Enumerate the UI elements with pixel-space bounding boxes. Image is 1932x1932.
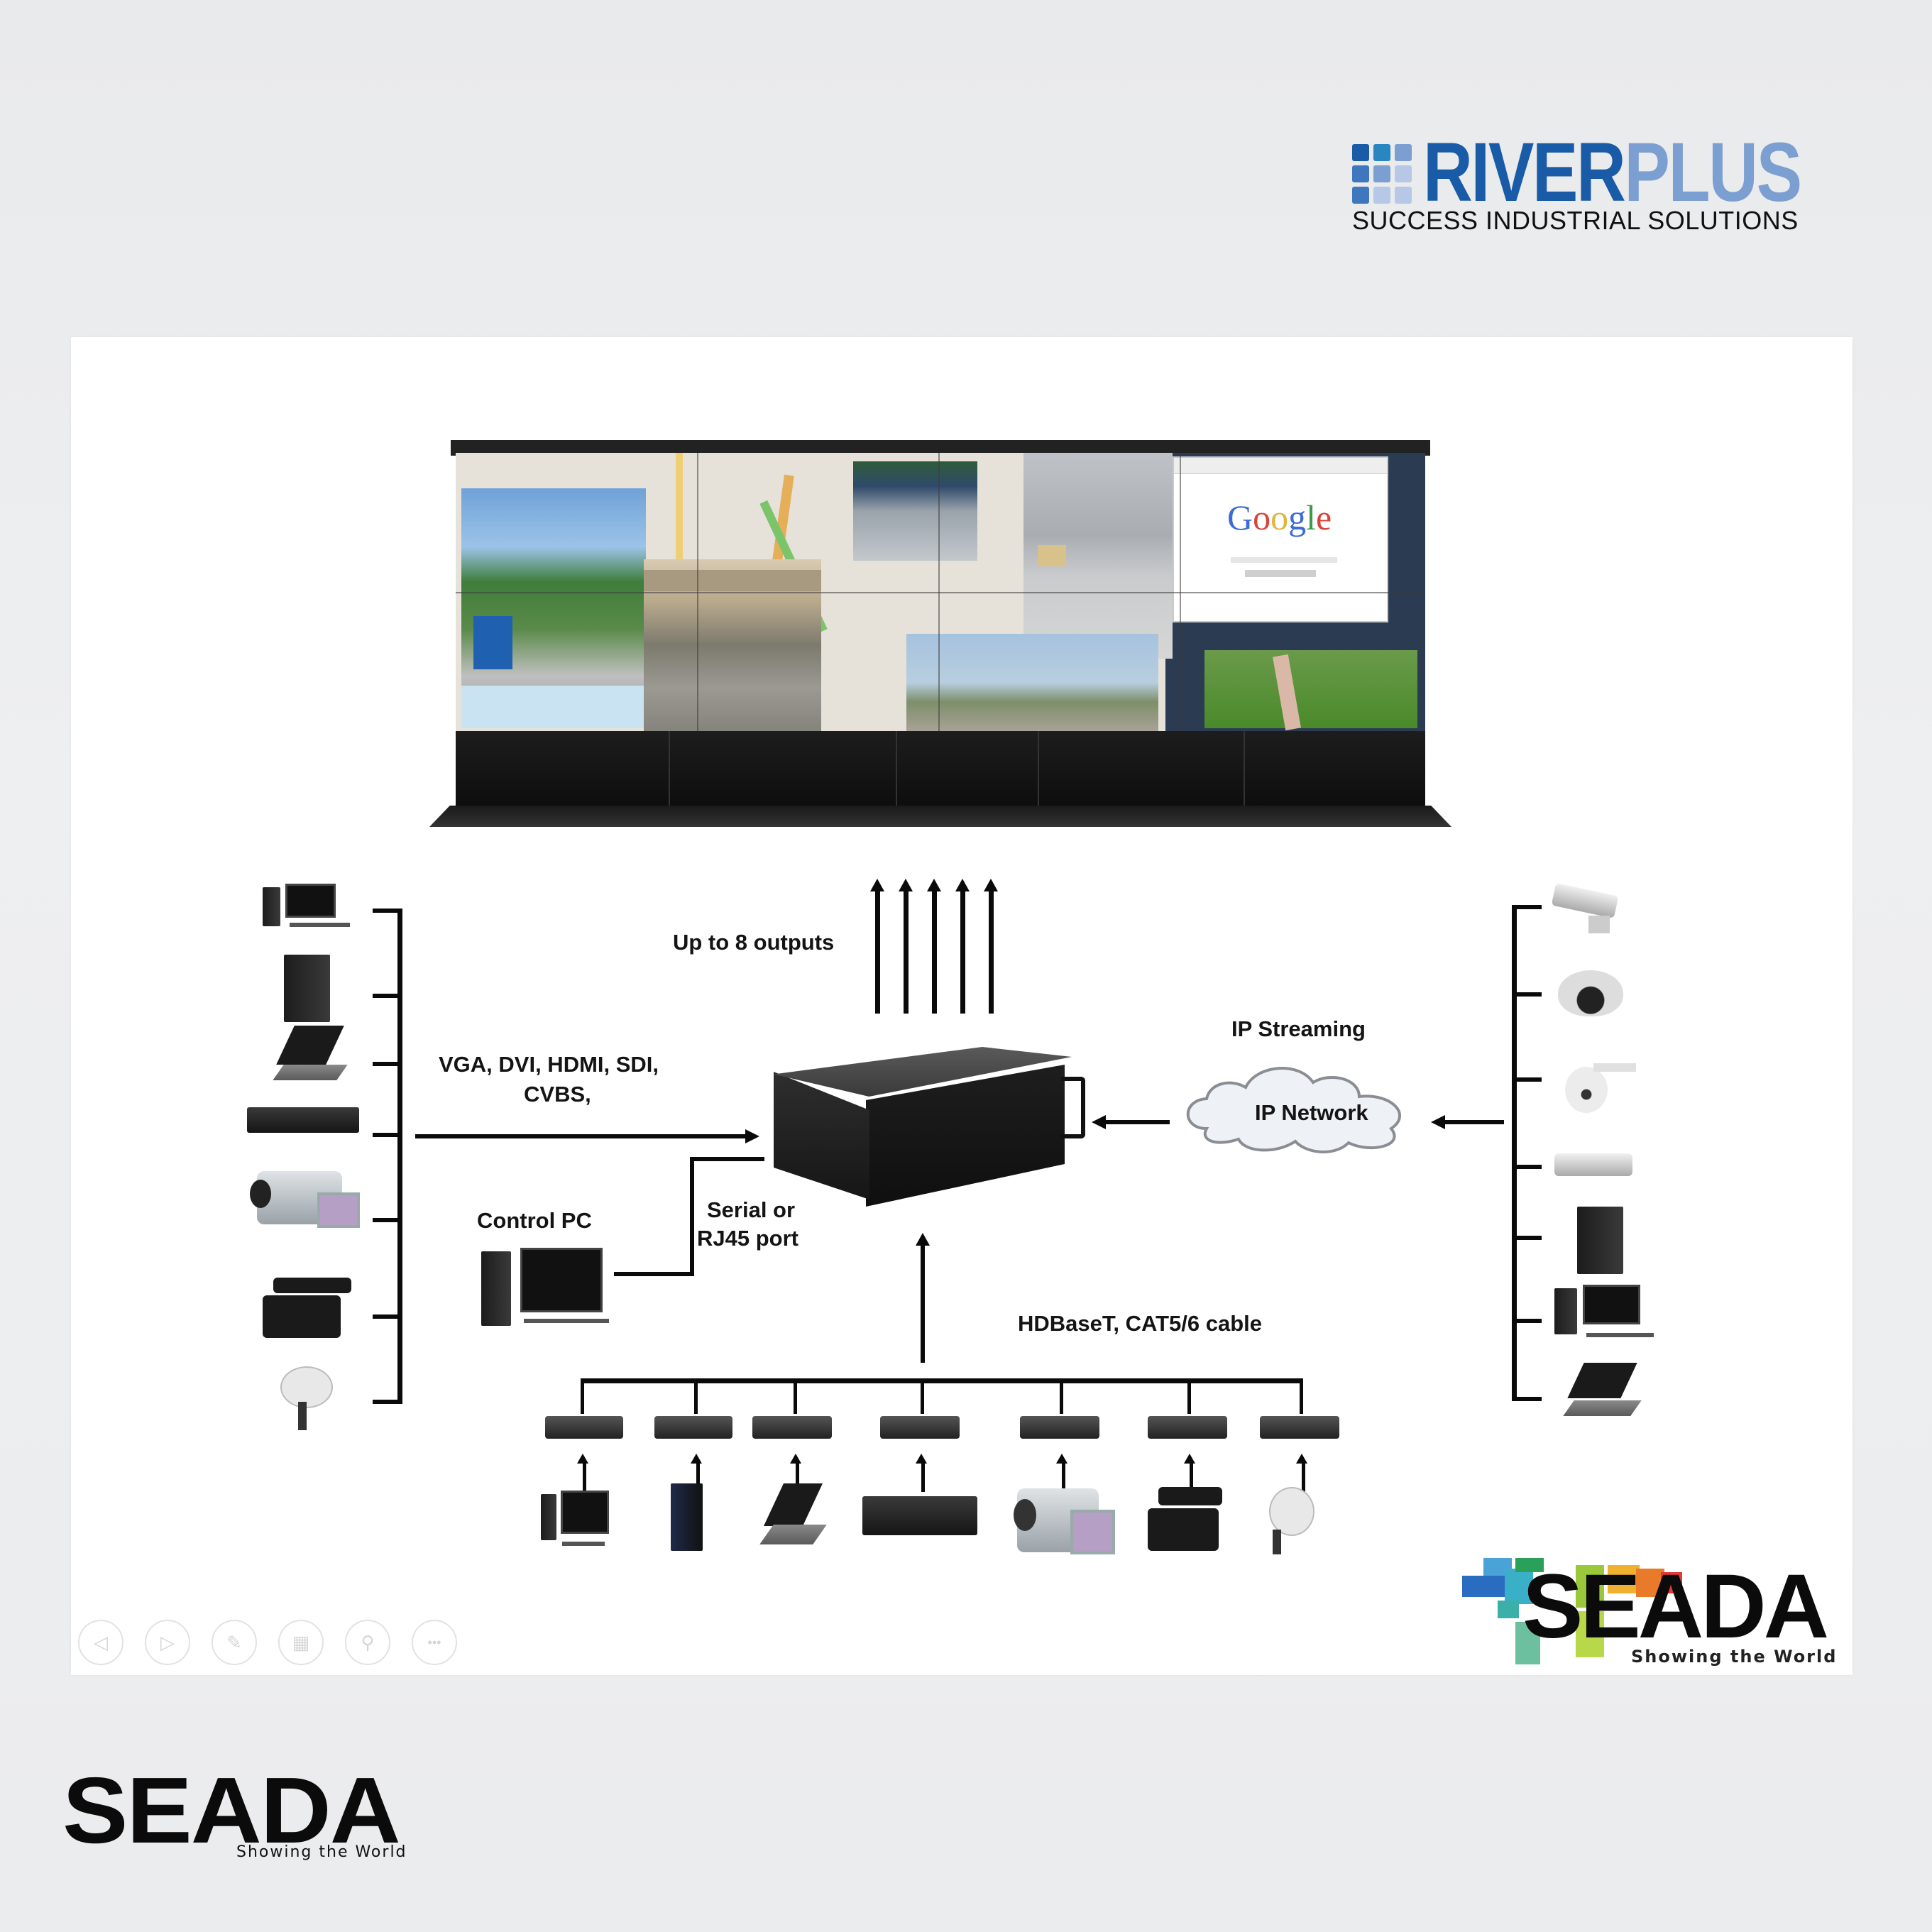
previous-slide-button[interactable]: ◁ [78, 1620, 124, 1665]
dome-ip-camera-icon [1558, 967, 1629, 1023]
desktop-pc-icon [263, 884, 355, 933]
control-port-line1: Serial or [707, 1197, 796, 1222]
seada-footer-tagline: Showing the World [236, 1843, 407, 1861]
pen-icon: ✎ [226, 1631, 242, 1653]
ellipsis-icon: ••• [427, 1635, 441, 1650]
video-wall-stand [456, 731, 1425, 809]
screen-mushroom-grass [1204, 650, 1417, 728]
next-slide-button[interactable]: ▷ [145, 1620, 190, 1665]
pc-tower-icon [284, 955, 334, 1026]
dvr-box-icon [247, 1107, 361, 1136]
control-pc-label: Control PC [477, 1208, 592, 1233]
google-logo-text: Google [1227, 498, 1332, 537]
hdbaset-receiver [1020, 1416, 1099, 1439]
seada-wordmark: SEADA [1522, 1556, 1829, 1657]
truck [473, 616, 512, 669]
desktop-pc-icon [541, 1491, 633, 1551]
inputs-label-line1: VGA, DVI, HDMI, SDI, [439, 1052, 659, 1077]
pen-tool-button[interactable]: ✎ [212, 1620, 257, 1665]
screen-browser-google: Google [1173, 456, 1388, 622]
ip-network-label: IP Network [1255, 1100, 1368, 1125]
screen-landscape-sky [906, 634, 1158, 731]
screen-highway-truck [461, 488, 646, 723]
seada-watermark-logo: SEADA Showing the World [1448, 1540, 1853, 1672]
box-ip-camera-icon [1554, 1150, 1640, 1185]
inputs-label-line2: CVBS, [524, 1082, 591, 1107]
seada-footer-wordmark: SEADA [62, 1758, 401, 1862]
seada-tagline: Showing the World [1631, 1647, 1838, 1667]
laptop-icon [1554, 1359, 1647, 1430]
pro-video-camera-icon [259, 1270, 358, 1349]
slides-overview-button[interactable]: ▦ [278, 1620, 324, 1665]
dvr-box-icon [862, 1496, 979, 1539]
ptz-ip-camera-icon [1565, 1049, 1643, 1127]
slides-icon: ▦ [292, 1631, 310, 1653]
laptop-icon [752, 1483, 838, 1554]
chevron-right-icon: ▷ [160, 1631, 175, 1653]
more-options-button[interactable]: ••• [412, 1620, 457, 1665]
riverplus-wordmark: RIVERPLUS [1423, 126, 1802, 219]
ip-streaming-label: IP Streaming [1231, 1016, 1366, 1041]
hdbaset-receiver [654, 1416, 732, 1439]
seada-footer-logo: SEADA Showing the World [62, 1764, 446, 1863]
video-wall-screens: Google [456, 453, 1425, 731]
matrix-switcher-chassis [774, 1047, 1085, 1210]
desktop-pc-icon [1554, 1285, 1661, 1341]
chevron-left-icon: ◁ [94, 1631, 108, 1653]
satellite-dish-icon [1262, 1483, 1326, 1561]
riverplus-tagline: SUCCESS INDUSTRIAL SOLUTIONS [1352, 206, 1799, 235]
pc-tower-icon [1577, 1207, 1627, 1278]
laptop-icon [264, 1022, 349, 1090]
hdbaset-receiver [1260, 1416, 1339, 1439]
riverplus-grid-icon [1352, 144, 1412, 204]
satellite-dish-icon [273, 1363, 344, 1434]
riverplus-logo: RIVERPLUS SUCCESS INDUSTRIAL SOLUTIONS [1352, 131, 1821, 235]
hdbaset-receiver [880, 1416, 960, 1439]
world-map-icon [1462, 1558, 1682, 1664]
pc-tower-icon [671, 1483, 713, 1554]
slide-toolbar: ◁ ▷ ✎ ▦ ⚲ ••• [78, 1620, 457, 1667]
camcorder-icon [250, 1164, 363, 1242]
camcorder-icon [1014, 1478, 1127, 1566]
pro-video-camera-icon [1144, 1480, 1236, 1561]
hdbaset-receiver [545, 1416, 623, 1439]
hdbaset-receiver [752, 1416, 832, 1439]
ip-network-cloud-icon [1186, 1067, 1401, 1153]
magnifier-icon: ⚲ [361, 1631, 375, 1653]
hdbaset-label: HDBaseT, CAT5/6 cable [1018, 1311, 1262, 1336]
hdbaset-receiver [1148, 1416, 1227, 1439]
control-port-line2: RJ45 port [697, 1226, 798, 1251]
video-wall: Google [429, 440, 1451, 827]
outputs-label: Up to 8 outputs [673, 930, 835, 955]
chassis-handle [1061, 1077, 1085, 1138]
zoom-button[interactable]: ⚲ [345, 1620, 390, 1665]
control-pc-icon [481, 1248, 637, 1333]
bullet-ip-camera-icon [1551, 882, 1624, 940]
screen-traffic-camera [853, 461, 977, 561]
